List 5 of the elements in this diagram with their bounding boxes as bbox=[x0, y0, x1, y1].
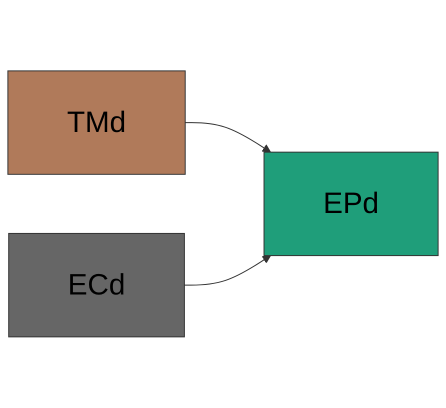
node-box: EPd bbox=[264, 152, 439, 256]
node-box: ECd bbox=[8, 233, 185, 338]
arrow bbox=[184, 122, 271, 153]
node-box: TMd bbox=[7, 70, 186, 175]
arrow bbox=[184, 255, 271, 286]
